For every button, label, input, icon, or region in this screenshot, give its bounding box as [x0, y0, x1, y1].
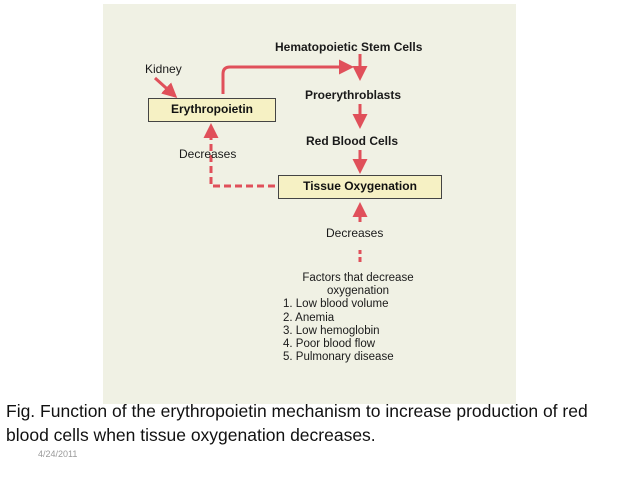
erythropoietin-diagram: Hematopoietic Stem Cells Proerythroblast…: [103, 4, 516, 404]
decreases-left-label: Decreases: [179, 147, 237, 161]
factor-item: 2. Anemia: [283, 311, 335, 324]
arrow-kidney-to-erythropoietin: [153, 76, 178, 99]
kidney-label: Kidney: [145, 62, 182, 76]
factors-title-line-2: oxygenation: [326, 285, 390, 298]
stem-cells-label: Hematopoietic Stem Cells: [275, 40, 423, 54]
slide-date: 4/24/2011: [38, 449, 78, 459]
diagram-arrows: [153, 54, 368, 262]
factor-item: 5. Pulmonary disease: [283, 351, 394, 364]
factor-item: 1. Low blood volume: [283, 298, 389, 311]
erythropoietin-box: Erythropoietin: [148, 98, 276, 122]
arrow-tissue-to-erythropoietin-dashed: [203, 123, 275, 188]
decreases-bottom-label: Decreases: [326, 226, 384, 240]
arrow-erythropoietin-to-proerythroblasts: [221, 59, 354, 94]
tissue-oxygenation-box: Tissue Oxygenation: [278, 175, 442, 199]
factors-list: Factors that decrease oxygenation 1. Low…: [283, 272, 433, 364]
factor-item: 3. Low hemoglobin: [283, 324, 380, 337]
red-blood-cells-label: Red Blood Cells: [306, 134, 399, 148]
factors-title-line-1: Factors that decrease: [302, 272, 414, 284]
proerythroblasts-label: Proerythroblasts: [305, 88, 402, 102]
factor-item: 4. Poor blood flow: [283, 338, 376, 351]
figure-caption: Fig. Function of the erythropoietin mech…: [6, 401, 588, 445]
